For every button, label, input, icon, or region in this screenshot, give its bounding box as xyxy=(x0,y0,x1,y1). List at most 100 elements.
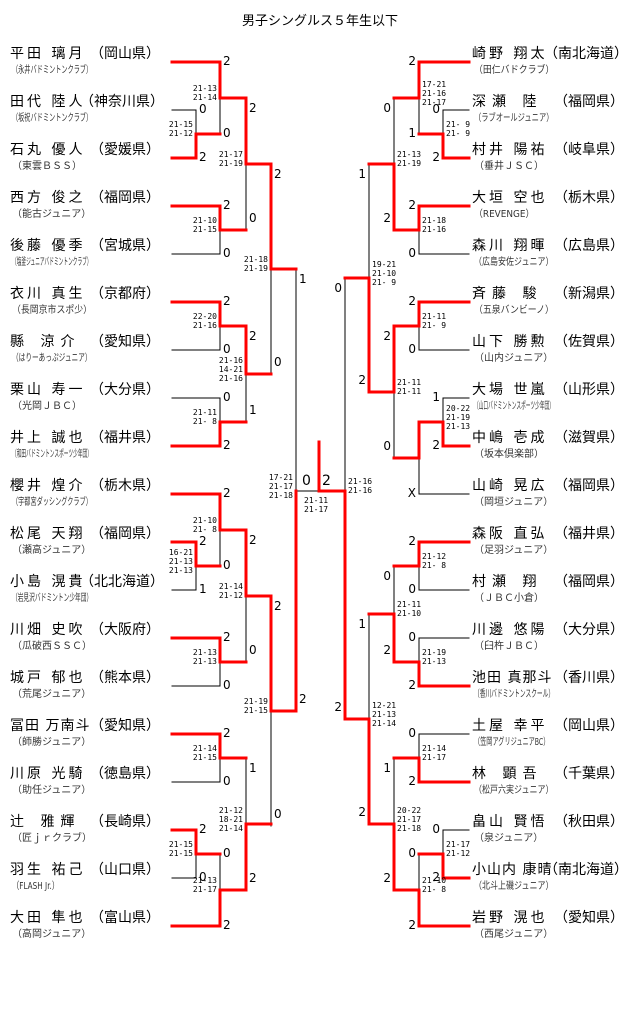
player-club: （岩見沢バドミントン少年団） xyxy=(12,593,93,604)
game-score: 21-18 xyxy=(397,823,422,833)
player-prefecture: （大分県） xyxy=(90,382,160,398)
game-count-bottom: 0 xyxy=(223,126,231,140)
game-count-top: 0 xyxy=(223,390,231,404)
game-count-bottom: 1 xyxy=(199,582,207,596)
player-name: 栗山 寿一 xyxy=(10,382,86,398)
game-score: 14-21 xyxy=(218,364,243,374)
player-club: （北斗上磯ジュニア） xyxy=(474,881,554,892)
final-count-left: 0 xyxy=(302,473,311,489)
game-score: 21-19 xyxy=(446,412,471,422)
player-prefecture: （富山県） xyxy=(90,910,160,926)
player-name: 畠山 賢悟 xyxy=(472,814,548,830)
game-count-top: 2 xyxy=(408,294,416,308)
game-count-bottom: 2 xyxy=(334,700,342,714)
game-score: 20-22 xyxy=(397,805,422,815)
game-score: 21-13 xyxy=(168,565,193,575)
game-count-bottom: 2 xyxy=(383,211,391,225)
player-prefecture: （神奈川県） xyxy=(80,94,164,110)
game-score: 21-19 xyxy=(218,159,243,168)
player-club: （はりーあっぷジュニア） xyxy=(12,353,92,364)
player-prefecture: （徳島県） xyxy=(90,766,160,782)
player-name: 川畑 史吹 xyxy=(10,622,86,638)
player-name: 斉藤 駿 xyxy=(472,286,543,302)
player-prefecture: （栃木県） xyxy=(554,190,624,206)
player-prefecture: （宮城県） xyxy=(90,238,160,254)
player-club: （長岡京市スポ少） xyxy=(12,305,92,316)
player-name: 大垣 空也 xyxy=(472,190,548,206)
game-count-top: 0 xyxy=(408,630,416,644)
player-prefecture: （福岡県） xyxy=(554,574,624,590)
player-prefecture: （北北海道） xyxy=(80,574,164,590)
game-count-top: 2 xyxy=(408,198,416,212)
game-count-bottom: 2 xyxy=(199,150,207,164)
game-score: 21-13 xyxy=(192,84,217,93)
player-prefecture: （秋田県） xyxy=(554,814,624,830)
game-score: 21-11 xyxy=(397,387,422,396)
player-name: 小島 滉貴 xyxy=(10,574,86,590)
game-score: 18-21 xyxy=(218,814,243,824)
game-count-top: 0 xyxy=(408,846,416,860)
player-club: （笠岡アグリジュニアBC） xyxy=(474,737,550,748)
player-name: 冨田 万南斗 xyxy=(10,718,91,734)
game-count-bottom: 0 xyxy=(223,678,231,692)
player-club: （広島安佐ジュニア） xyxy=(474,257,554,268)
player-prefecture: （大分県） xyxy=(554,622,624,638)
player-club: （坂本倶楽部） xyxy=(474,449,544,460)
game-score: 21-10 xyxy=(192,516,217,525)
game-score: 21-14 xyxy=(192,744,217,753)
game-score: 21-17 xyxy=(304,505,329,514)
game-count-top: 2 xyxy=(274,167,282,181)
player-club: （西尾ジュニア） xyxy=(474,929,554,940)
game-count-top: 1 xyxy=(299,272,307,286)
game-score: 21-14 xyxy=(422,744,447,753)
game-count-top: 2 xyxy=(199,534,207,548)
player-club: （東雲ＢＳＳ） xyxy=(12,161,82,172)
game-score: 21-19 xyxy=(243,697,268,706)
player-prefecture: （愛媛県） xyxy=(90,142,160,158)
player-club: （塩釜ジュニアバドミントンクラブ） xyxy=(12,257,92,268)
game-count-bottom: X xyxy=(407,486,416,500)
game-score: 21-15 xyxy=(168,849,193,858)
game-score: 21-11 xyxy=(304,496,329,505)
game-count-top: 2 xyxy=(249,533,257,547)
game-count-top: 1 xyxy=(432,390,440,404)
game-score: 21-11 xyxy=(397,600,422,609)
player-name: 衣川 真生 xyxy=(10,286,86,302)
player-club: （REVENGE） xyxy=(474,209,535,220)
game-count-bottom: 2 xyxy=(432,870,440,884)
final-count-right: 2 xyxy=(322,473,331,489)
player-prefecture: （愛知県） xyxy=(90,334,160,350)
player-club: （師勝ジュニア） xyxy=(12,737,92,748)
game-count-top: 2 xyxy=(408,54,416,68)
player-name: 大田 隼也 xyxy=(10,910,86,926)
player-prefecture: （岡山県） xyxy=(90,46,160,62)
player-prefecture: （福井県） xyxy=(554,526,624,542)
player-club: （田仁バドクラブ） xyxy=(474,65,555,76)
game-score: 21-14 xyxy=(218,823,243,833)
player-club: （助任ジュニア） xyxy=(12,785,92,796)
player-name: 山下 勝勲 xyxy=(472,334,548,350)
game-score: 21-16 xyxy=(348,486,373,495)
player-prefecture: （岡山県） xyxy=(554,718,624,734)
game-count-bottom: 0 xyxy=(274,355,282,369)
player-prefecture: （愛知県） xyxy=(554,910,624,926)
player-prefecture: （栃木県） xyxy=(90,478,160,494)
game-count-bottom: 0 xyxy=(249,211,257,225)
